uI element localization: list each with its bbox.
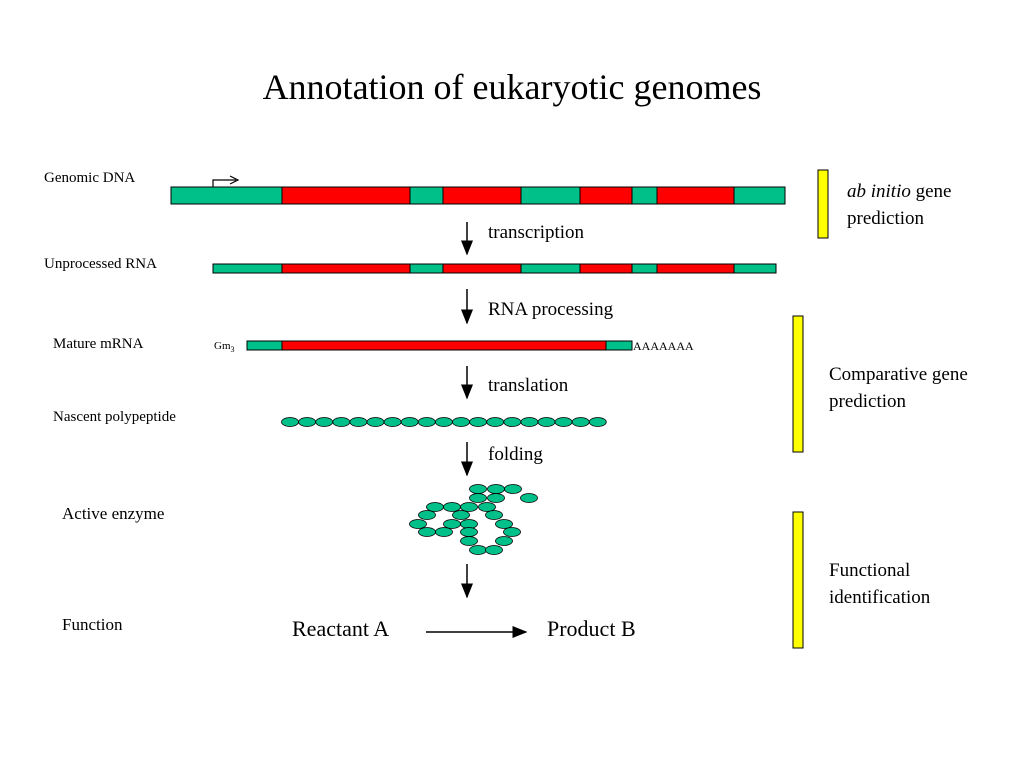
amino-acid-bead [400, 417, 419, 427]
genomic-dna-bar [170, 186, 786, 205]
mrna-cap-label: Gm3 [214, 340, 235, 354]
ab-initio-italic: ab initio [847, 181, 911, 202]
amino-acid-bead [469, 493, 487, 503]
amino-acid-bead [485, 510, 503, 520]
comparative-label: Comparative gene prediction [829, 364, 968, 412]
amino-acid-bead [383, 417, 402, 427]
exon-segment [579, 263, 633, 274]
exon-segment [442, 186, 522, 205]
functional-label: Functional identification [829, 560, 931, 608]
intron-segment [409, 263, 444, 274]
amino-acid-bead [504, 484, 522, 494]
amino-acid-bead [452, 417, 470, 427]
exon-segment [656, 263, 735, 274]
amino-acid-bead [537, 417, 556, 427]
amino-acid-bead [443, 502, 461, 512]
amino-acid-bead [409, 519, 427, 529]
amino-acid-bead [469, 484, 487, 494]
amino-acid-bead [520, 493, 538, 503]
amino-acid-bead [571, 417, 590, 427]
amino-acid-bead [503, 417, 522, 427]
intron-segment [409, 186, 444, 205]
amino-acid-bead [486, 417, 505, 427]
amino-acid-bead [460, 536, 478, 546]
intron-segment [733, 186, 786, 205]
coding-segment [281, 340, 607, 351]
amino-acid-bead [332, 417, 351, 427]
poly-a-tail-label: AAAAAAA [633, 339, 694, 353]
label-genomic-dna: Genomic DNA [44, 170, 136, 186]
step-folding: folding [488, 444, 543, 465]
utr-segment [246, 340, 283, 351]
nascent-polypeptide-chain [281, 417, 607, 427]
intron-segment [170, 186, 283, 205]
amino-acid-bead [452, 510, 470, 520]
amino-acid-bead [298, 417, 317, 427]
intron-segment [212, 263, 283, 274]
exon-segment [281, 186, 411, 205]
amino-acid-bead [460, 527, 478, 537]
comparative-bracket [792, 315, 804, 453]
amino-acid-bead [495, 536, 513, 546]
amino-acid-bead [443, 519, 461, 529]
folded-enzyme-cluster [409, 484, 538, 555]
mrna-cap-text: Gm [214, 340, 231, 352]
exon-segment [281, 263, 411, 274]
label-mature-mrna: Mature mRNA [53, 336, 144, 352]
amino-acid-bead [418, 527, 436, 537]
amino-acid-bead [487, 493, 505, 503]
amino-acid-bead [435, 527, 453, 537]
utr-segment [605, 340, 633, 351]
intron-segment [631, 186, 658, 205]
step-translation: translation [488, 375, 569, 396]
label-nascent-polypeptide: Nascent polypeptide [53, 409, 176, 425]
step-transcription: transcription [488, 222, 585, 243]
amino-acid-bead [469, 417, 488, 427]
amino-acid-bead [487, 484, 505, 494]
amino-acid-bead [460, 502, 478, 512]
amino-acid-bead [281, 417, 299, 427]
amino-acid-bead [495, 519, 513, 529]
amino-acid-bead [520, 417, 539, 427]
amino-acid-bead [349, 417, 368, 427]
amino-acid-bead [315, 417, 334, 427]
amino-acid-bead [434, 417, 453, 427]
label-function: Function [62, 615, 123, 634]
product-label: Product B [547, 616, 636, 641]
amino-acid-bead [485, 545, 503, 555]
mature-mrna-bar [246, 340, 633, 351]
intron-segment [520, 186, 581, 205]
amino-acid-bead [417, 417, 436, 427]
promoter-arrowhead-icon [229, 175, 240, 185]
reactant-label: Reactant A [292, 616, 390, 641]
step-rna-processing: RNA processing [488, 299, 614, 320]
mrna-cap-sub: 3 [230, 345, 235, 355]
amino-acid-bead [503, 527, 521, 537]
promoter-arrow-icon [212, 179, 236, 187]
intron-segment [733, 263, 777, 274]
ab-initio-rest: gene [910, 181, 952, 202]
amino-acid-bead [554, 417, 573, 427]
amino-acid-bead [366, 417, 385, 427]
functional-bracket [792, 511, 804, 649]
ab-initio-line2: prediction [847, 208, 925, 229]
intron-segment [631, 263, 658, 274]
exon-segment [579, 186, 633, 205]
intron-segment [520, 263, 581, 274]
exon-segment [442, 263, 522, 274]
slide-title: Annotation of eukaryotic genomes [262, 67, 762, 107]
ab-initio-bracket [817, 169, 829, 239]
unprocessed-rna-bar [212, 263, 777, 274]
amino-acid-bead [469, 545, 487, 555]
ab-initio-label: ab initio gene prediction [847, 178, 1017, 232]
amino-acid-bead [426, 502, 444, 512]
amino-acid-bead [478, 502, 496, 512]
label-unprocessed-rna: Unprocessed RNA [44, 256, 157, 272]
label-active-enzyme: Active enzyme [62, 504, 165, 523]
exon-segment [656, 186, 735, 205]
amino-acid-bead [418, 510, 436, 520]
amino-acid-bead [588, 417, 607, 427]
